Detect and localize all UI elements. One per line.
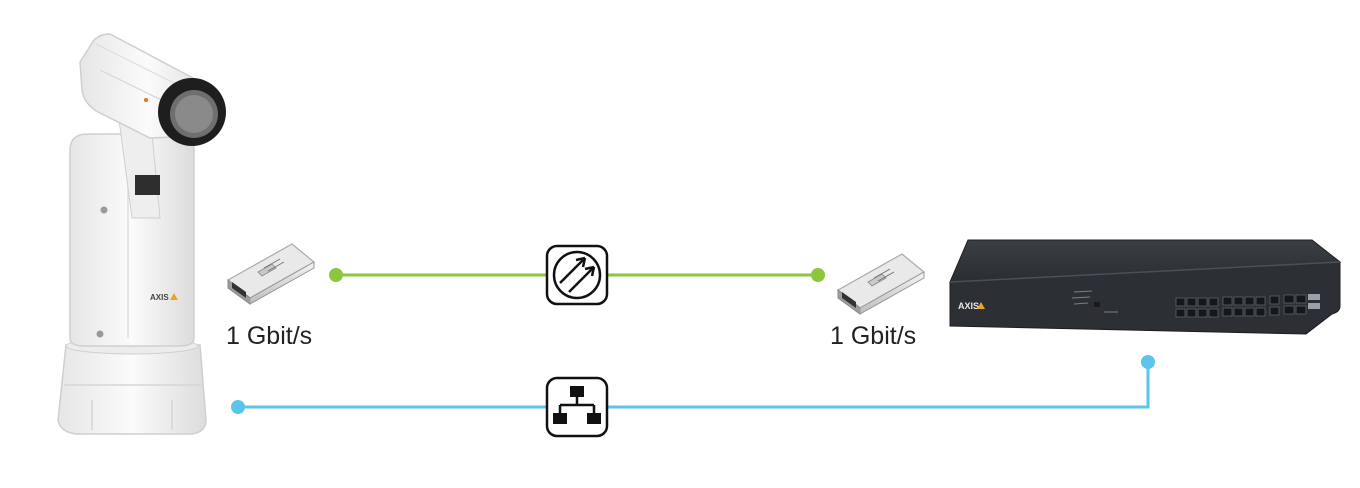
fiber-endpoint-left bbox=[329, 268, 343, 282]
right-speed-label: 1 Gbit/s bbox=[830, 322, 916, 350]
fiber-optic-arrows-icon bbox=[545, 244, 609, 306]
sfp-module-left bbox=[226, 243, 316, 305]
svg-text:AXIS: AXIS bbox=[150, 293, 169, 302]
network-endpoint-switch bbox=[1141, 355, 1155, 369]
network-switch-icon: AXIS bbox=[949, 239, 1342, 335]
fiber-link bbox=[329, 268, 825, 282]
switch-brand-mark: AXIS bbox=[958, 301, 985, 311]
network-endpoint-camera bbox=[231, 400, 245, 414]
network-link bbox=[231, 355, 1155, 414]
ptz-thermal-camera-icon: AXIS bbox=[57, 33, 226, 435]
sfp-module-right bbox=[836, 253, 926, 315]
camera-brand-mark: AXIS bbox=[150, 293, 178, 302]
fiber-endpoint-right bbox=[811, 268, 825, 282]
network-topology-icon bbox=[545, 376, 609, 438]
left-speed-label: 1 Gbit/s bbox=[226, 322, 312, 350]
svg-text:AXIS: AXIS bbox=[958, 301, 979, 311]
